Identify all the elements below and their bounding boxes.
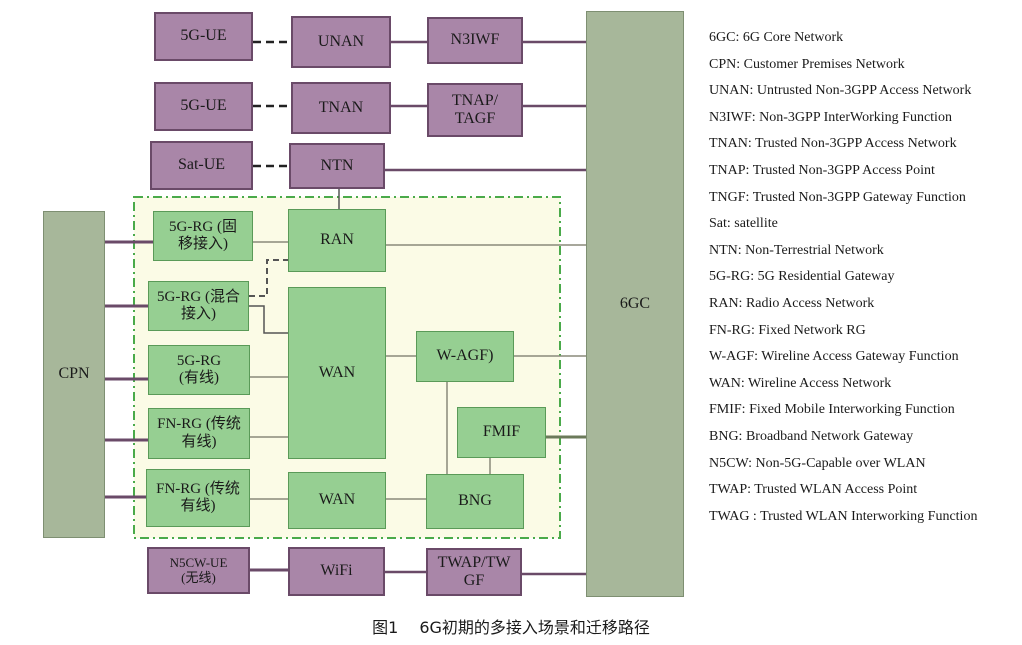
box-5g-rg-hybrid: 5G-RG (混合接入) — [148, 281, 249, 331]
figure-title: 6G初期的多接入场景和迁移路径 — [419, 618, 650, 637]
box-5g-rg-fixed-mobile: 5G-RG (固移接入) — [153, 211, 253, 261]
box-ran: RAN — [288, 209, 386, 272]
glossary-entry: UNAN: Untrusted Non-3GPP Access Network — [709, 83, 972, 99]
link-rg2-ran-dashed — [249, 259, 288, 297]
box-6gc: 6GC — [586, 11, 684, 597]
glossary-entry: Sat: satellite — [709, 216, 778, 232]
glossary-entry: TWAG : Trusted WLAN Interworking Functio… — [709, 508, 978, 524]
glossary-entry: N5CW: Non-5G-Capable over WLAN — [709, 455, 926, 471]
glossary-entry: TWAP: Trusted WLAN Access Point — [709, 482, 918, 498]
glossary-entry: WAN: Wireline Access Network — [709, 375, 892, 391]
link-rg2-wan — [249, 305, 288, 334]
box-n5cw-ue: N5CW-UE (无线) — [147, 547, 250, 594]
box-sat-ue: Sat-UE — [150, 141, 253, 190]
box-fmif: FMIF — [457, 407, 546, 458]
glossary-entry: RAN: Radio Access Network — [709, 295, 875, 311]
glossary-entry: FMIF: Fixed Mobile Interworking Function — [709, 402, 955, 418]
box-unan: UNAN — [291, 16, 391, 68]
box-bng: BNG — [426, 474, 524, 529]
box-fn-rg-1: FN-RG (传统有线) — [148, 408, 250, 459]
glossary-entry: CPN: Customer Premises Network — [709, 56, 905, 72]
glossary-entry: TNAN: Trusted Non-3GPP Access Network — [709, 136, 957, 152]
box-tnap-tagf: TNAP/ TAGF — [427, 83, 523, 137]
box-tnan: TNAN — [291, 82, 391, 134]
figure-number: 图1 — [372, 618, 399, 637]
box-twap-twgf: TWAP/TW GF — [426, 548, 522, 596]
glossary-entry: 5G-RG: 5G Residential Gateway — [709, 269, 895, 285]
box-5g-ue-2: 5G-UE — [154, 82, 253, 131]
glossary-entry: TNGF: Trusted Non-3GPP Gateway Function — [709, 189, 966, 205]
glossary-entry: TNAP: Trusted Non-3GPP Access Point — [709, 162, 935, 178]
box-5g-ue-1: 5G-UE — [154, 12, 253, 61]
box-wifi: WiFi — [288, 547, 385, 596]
glossary-entry: NTN: Non-Terrestrial Network — [709, 242, 884, 258]
box-5g-rg-wired: 5G-RG (有线) — [148, 345, 250, 395]
box-w-agf: W-AGF) — [416, 331, 514, 382]
glossary-entry: W-AGF: Wireline Access Gateway Function — [709, 349, 959, 365]
box-wan-2: WAN — [288, 472, 386, 529]
glossary-entry: FN-RG: Fixed Network RG — [709, 322, 866, 338]
box-n3iwf: N3IWF — [427, 17, 523, 64]
glossary-entry: BNG: Broadband Network Gateway — [709, 428, 914, 444]
glossary-entry: 6GC: 6G Core Network — [709, 30, 844, 45]
box-wan-1: WAN — [288, 287, 386, 459]
glossary-entry: N3IWF: Non-3GPP InterWorking Function — [709, 109, 952, 125]
figure-caption: 图1 6G初期的多接入场景和迁移路径 — [0, 614, 1022, 638]
box-ntn: NTN — [289, 143, 385, 189]
box-cpn: CPN — [43, 211, 105, 538]
box-fn-rg-2: FN-RG (传统有线) — [146, 469, 250, 527]
